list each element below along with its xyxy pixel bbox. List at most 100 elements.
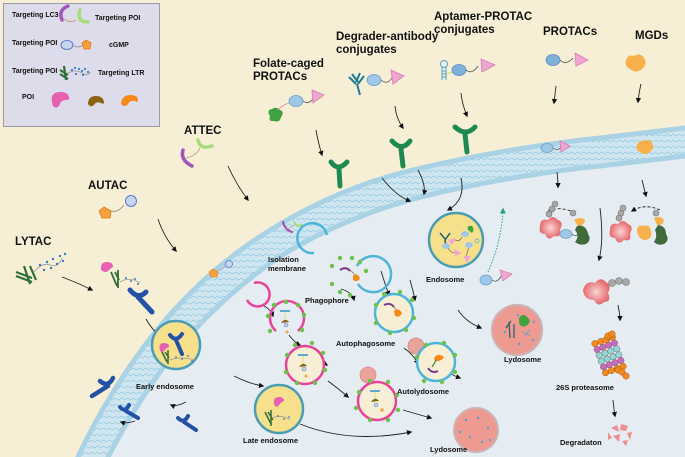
endosome-protac	[427, 211, 485, 269]
protac-intracellular	[540, 140, 571, 153]
mgd-molecule	[625, 54, 646, 72]
lysosome-mid	[490, 303, 544, 357]
autac-molecule	[98, 195, 137, 219]
label-isolation-membrane: Isolation membrane	[268, 255, 306, 273]
proteasome-subunit	[601, 349, 609, 357]
recycled-receptor-1	[118, 403, 140, 420]
folate-caged-protac	[268, 89, 325, 122]
late-endosome	[253, 383, 305, 435]
proteasome-subunit	[611, 339, 618, 347]
membrane-receptor-bottom	[89, 375, 116, 399]
attec-molecule	[180, 138, 214, 168]
phagophore-blue	[329, 254, 393, 298]
ltr-receptor	[127, 287, 155, 315]
proteasome-cap-subunit	[622, 372, 630, 380]
proteasome-subunit	[599, 343, 607, 351]
proteasome-subunit	[605, 361, 613, 369]
label-autac: AUTAC	[88, 180, 128, 192]
folate-receptors	[328, 124, 478, 189]
label-degradation: Degradaton	[560, 438, 602, 447]
label-26s-proteasome: 26S proteasome	[556, 383, 614, 392]
label-isolation-line2: membrane	[268, 263, 306, 273]
label-autophagosome: Autophagosome	[336, 339, 396, 348]
early-endosome	[150, 319, 202, 371]
legend-cgmp: cGMP	[109, 42, 129, 49]
proteasome-subunit	[611, 359, 619, 367]
proteasome-subunit	[608, 367, 615, 374]
degrader-antibody-conjugate	[348, 69, 405, 96]
protac-ternary-complex	[539, 200, 590, 245]
poi-orange-icon	[121, 95, 138, 106]
membrane-inner-heads	[105, 153, 685, 457]
label-lydosome-mid: Lydosome	[504, 355, 542, 364]
legend-targeting-lc3: Targeting LC3	[12, 12, 59, 19]
lysosome-bottom	[453, 407, 499, 453]
label-early-endosome: Early endosome	[136, 382, 194, 391]
label-mgds: MGDs	[635, 30, 669, 42]
label-folate-line2: PROTACs	[253, 71, 308, 84]
recycled-receptor-2	[176, 414, 198, 432]
membrane-outer-heads	[75, 125, 685, 457]
proteasome-subunit	[617, 357, 625, 364]
autac-legend-icon	[60, 39, 92, 50]
label-autolydosome: Autolydosome	[397, 387, 450, 396]
proteasome-subunit	[593, 346, 601, 353]
autophagosome-pink	[283, 340, 328, 386]
label-attec: ATTEC	[184, 125, 222, 137]
label-protacs: PROTACs	[543, 26, 598, 38]
legend-targeting-poi-1: Targeting POI	[95, 15, 141, 22]
label-late-endosome: Late endosome	[243, 436, 299, 445]
legend-icons	[51, 4, 138, 108]
lytac-legend-icon	[59, 65, 91, 81]
proteasome-subunit	[600, 363, 607, 371]
label-folate-line1: Folate-caged	[253, 58, 324, 70]
label-lydosome-bottom: Lydosome	[430, 445, 468, 454]
protac-molecule	[545, 52, 589, 67]
proteasome-subunit	[607, 347, 615, 355]
exocytosis-arrow	[487, 207, 506, 273]
autac-intracellular	[208, 260, 233, 278]
proteasome-cap-subunit	[608, 330, 616, 338]
poi-pink-icon	[51, 91, 70, 108]
proteasome-subunit	[595, 351, 603, 359]
aptamer-protac-conjugate	[440, 58, 496, 80]
label-phagophore: Phagophore	[305, 296, 349, 305]
legend-targeting-poi-2: Targeting POI	[12, 40, 58, 47]
isolation-membrane-pink	[245, 281, 271, 308]
legend-targeting-poi-3: Targeting POI	[12, 68, 58, 75]
label-folate-caged-protacs: Folate-caged PROTACs	[253, 58, 324, 84]
poi-brown-icon	[88, 96, 104, 107]
released-protac	[479, 269, 513, 286]
label-aptamer-line2: conjugates	[434, 24, 495, 37]
proteasome-subunit	[603, 355, 611, 363]
legend-poi: POI	[22, 94, 35, 101]
label-dac-line1: Degrader-antibody	[336, 31, 439, 43]
label-aptamer-line1: Aptamer-PROTAC	[434, 11, 533, 23]
autolysosome-pink	[353, 378, 401, 423]
label-endosome: Endosome	[426, 275, 465, 284]
legend-targeting-ltr: Targeting LTR	[98, 70, 145, 77]
label-lytac: LYTAC	[15, 236, 52, 248]
attec-intracellular	[281, 220, 304, 234]
mgd-intracellular	[636, 139, 654, 154]
proteasome-subunit	[609, 353, 617, 361]
label-dac-line2: conjugates	[336, 44, 397, 57]
proteasome-subunit	[597, 357, 605, 365]
autolysosome-blue	[414, 340, 458, 385]
label-degrader-antibody-conjugates: Degrader-antibody conjugates	[336, 31, 438, 57]
lytac-poi-complex	[100, 262, 141, 288]
mgd-ternary-complex	[609, 204, 668, 245]
isolation-membrane-blue	[296, 221, 329, 255]
proteasome-subunit	[613, 345, 621, 353]
proteasome-subunit	[602, 369, 609, 377]
attec-legend-icon	[59, 4, 90, 24]
lytac-molecule	[15, 252, 67, 285]
legend-box	[3, 3, 160, 127]
label-aptamer-protac-conjugates: Aptamer-PROTAC conjugates	[434, 11, 532, 37]
degraded-fragments	[608, 424, 632, 446]
ubiquitinated-poi	[583, 277, 630, 305]
phagophore-pink	[265, 299, 307, 334]
proteasome-subunit	[615, 351, 623, 359]
proteasome-subunit	[591, 340, 599, 347]
